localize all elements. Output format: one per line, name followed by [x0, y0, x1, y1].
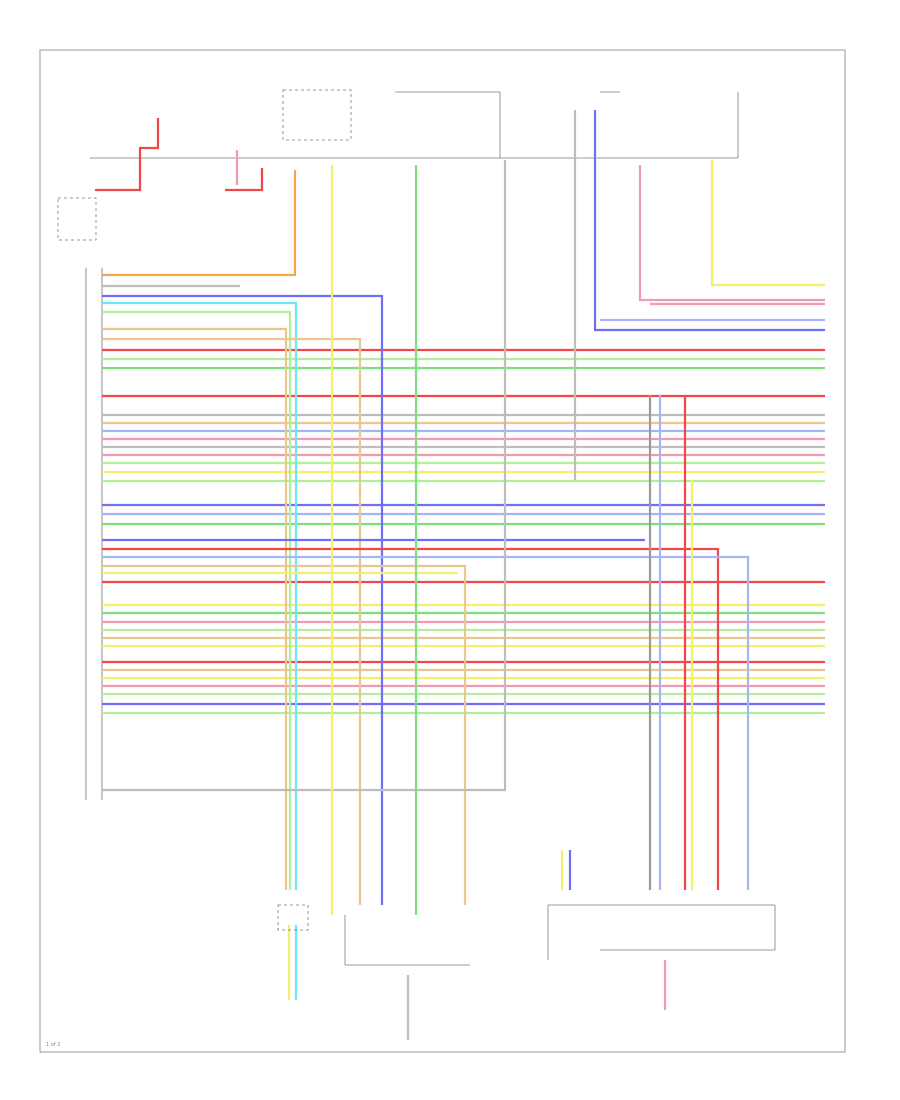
top-relay-area — [57, 89, 739, 241]
wire-red-switch-2 — [225, 168, 264, 192]
wire-tan-down — [102, 327, 288, 890]
wire-red-switch — [95, 118, 160, 192]
sensor-box — [277, 904, 309, 931]
wire-tan-down-2 — [102, 337, 362, 905]
wire-lblue-down — [102, 555, 750, 890]
wire-tan-down-3 — [102, 564, 467, 905]
wire-yellow-top — [710, 160, 825, 287]
diagram-frame — [39, 49, 846, 1053]
relay-box — [282, 89, 352, 141]
switch-box-left — [57, 197, 97, 241]
ecm-connector — [85, 268, 103, 800]
wire-red-down — [102, 547, 720, 890]
wire-orange-up — [102, 170, 297, 277]
wire-group — [95, 110, 825, 1040]
wire-gray-up — [102, 160, 507, 792]
wire-blue-down — [102, 294, 384, 905]
bottom-components — [277, 904, 776, 966]
wire-pink-top — [638, 165, 825, 302]
page-number: 1 of 2 — [46, 1042, 60, 1048]
wire-cyan-down — [102, 301, 298, 890]
wire-lgreen-down — [102, 310, 292, 890]
wire-blue-top — [593, 110, 825, 332]
